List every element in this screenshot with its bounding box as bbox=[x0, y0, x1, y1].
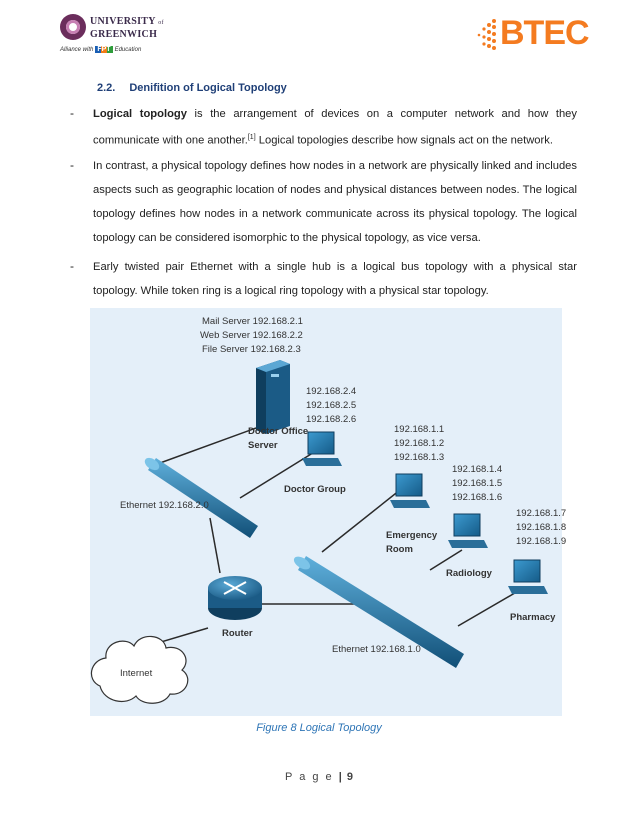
internet-cloud-icon bbox=[90, 635, 189, 704]
emergency-room-pc-icon bbox=[390, 473, 430, 508]
server-list-line: File Server 192.168.2.3 bbox=[202, 344, 301, 355]
ethernet-2-cable bbox=[144, 457, 258, 538]
radiology-label: Radiology bbox=[446, 568, 493, 579]
pharmacy-ip: 192.168.1.9 bbox=[516, 536, 566, 547]
bullet-marker: - bbox=[70, 158, 74, 172]
fpt-logo: FPT bbox=[95, 46, 113, 53]
paragraph-1: Logical topology is the arrangement of d… bbox=[93, 108, 577, 147]
pharmacy-ip: 192.168.1.8 bbox=[516, 522, 566, 533]
emergency-ip: 192.168.1.1 bbox=[394, 424, 444, 435]
pharmacy-ip: 192.168.1.7 bbox=[516, 508, 566, 519]
btec-logo: BTEC bbox=[474, 14, 600, 56]
server-ip: 192.168.2.6 bbox=[306, 414, 356, 425]
diagram-labels: Mail Server 192.168.2.1 Web Server 192.1… bbox=[120, 316, 566, 679]
bullet-marker: - bbox=[70, 259, 74, 273]
btec-wordmark: BTEC bbox=[500, 14, 590, 52]
emergency-label: Room bbox=[386, 544, 413, 555]
emergency-ip: 192.168.1.2 bbox=[394, 438, 444, 449]
page-number: 9 bbox=[346, 771, 353, 783]
pharmacy-pc-icon bbox=[508, 559, 548, 594]
doctor-group-pc-icon bbox=[302, 431, 342, 466]
paragraph-2: In contrast, a physical topology defines… bbox=[93, 160, 577, 244]
section-heading: 2.2. Denifition of Logical Topology bbox=[97, 82, 287, 94]
internet-label: Internet bbox=[120, 668, 153, 679]
section-number: 2.2. bbox=[97, 82, 116, 94]
server-icon bbox=[256, 360, 290, 434]
radiology-ip: 192.168.1.6 bbox=[452, 492, 502, 503]
pharmacy-label: Pharmacy bbox=[510, 612, 556, 623]
server-label: Doctor Office bbox=[248, 426, 308, 437]
radiology-ip: 192.168.1.5 bbox=[452, 478, 502, 489]
citation-ref: [1] bbox=[247, 134, 256, 141]
router-icon bbox=[208, 576, 262, 620]
ethernet-2-label: Ethernet 192.168.2.0 bbox=[120, 500, 209, 511]
figure-caption: Figure 8 Logical Topology bbox=[256, 722, 382, 734]
doctor-group-label: Doctor Group bbox=[284, 484, 346, 495]
server-list-line: Mail Server 192.168.2.1 bbox=[202, 316, 303, 327]
ethernet-1-label: Ethernet 192.168.1.0 bbox=[332, 644, 421, 655]
page-footer: P a g e | 9 bbox=[0, 771, 638, 783]
university-name: UNIVERSITY of GREENWICH bbox=[90, 16, 164, 40]
section-title: Denifition of Logical Topology bbox=[129, 82, 287, 94]
diagram-svg: Mail Server 192.168.2.1 Web Server 192.1… bbox=[90, 316, 566, 704]
server-label: Server bbox=[248, 440, 278, 451]
paragraph-3: Early twisted pair Ethernet with a singl… bbox=[93, 261, 577, 297]
bullet-marker: - bbox=[70, 106, 74, 120]
server-ip: 192.168.2.4 bbox=[306, 386, 356, 397]
ethernet-1-cable bbox=[293, 556, 464, 668]
university-crest-icon bbox=[60, 14, 86, 40]
logical-topology-diagram: Mail Server 192.168.2.1 Web Server 192.1… bbox=[90, 308, 566, 716]
router-label: Router bbox=[222, 628, 253, 639]
emergency-ip: 192.168.1.3 bbox=[394, 452, 444, 463]
page-separator: | bbox=[338, 771, 342, 783]
emergency-label: Emergency bbox=[386, 530, 438, 541]
btec-dots-icon bbox=[477, 19, 496, 50]
radiology-pc-icon bbox=[448, 513, 488, 548]
server-list-line: Web Server 192.168.2.2 bbox=[200, 330, 303, 341]
radiology-ip: 192.168.1.4 bbox=[452, 464, 502, 475]
server-ip: 192.168.2.5 bbox=[306, 400, 356, 411]
page-word: P a g e bbox=[285, 771, 334, 783]
